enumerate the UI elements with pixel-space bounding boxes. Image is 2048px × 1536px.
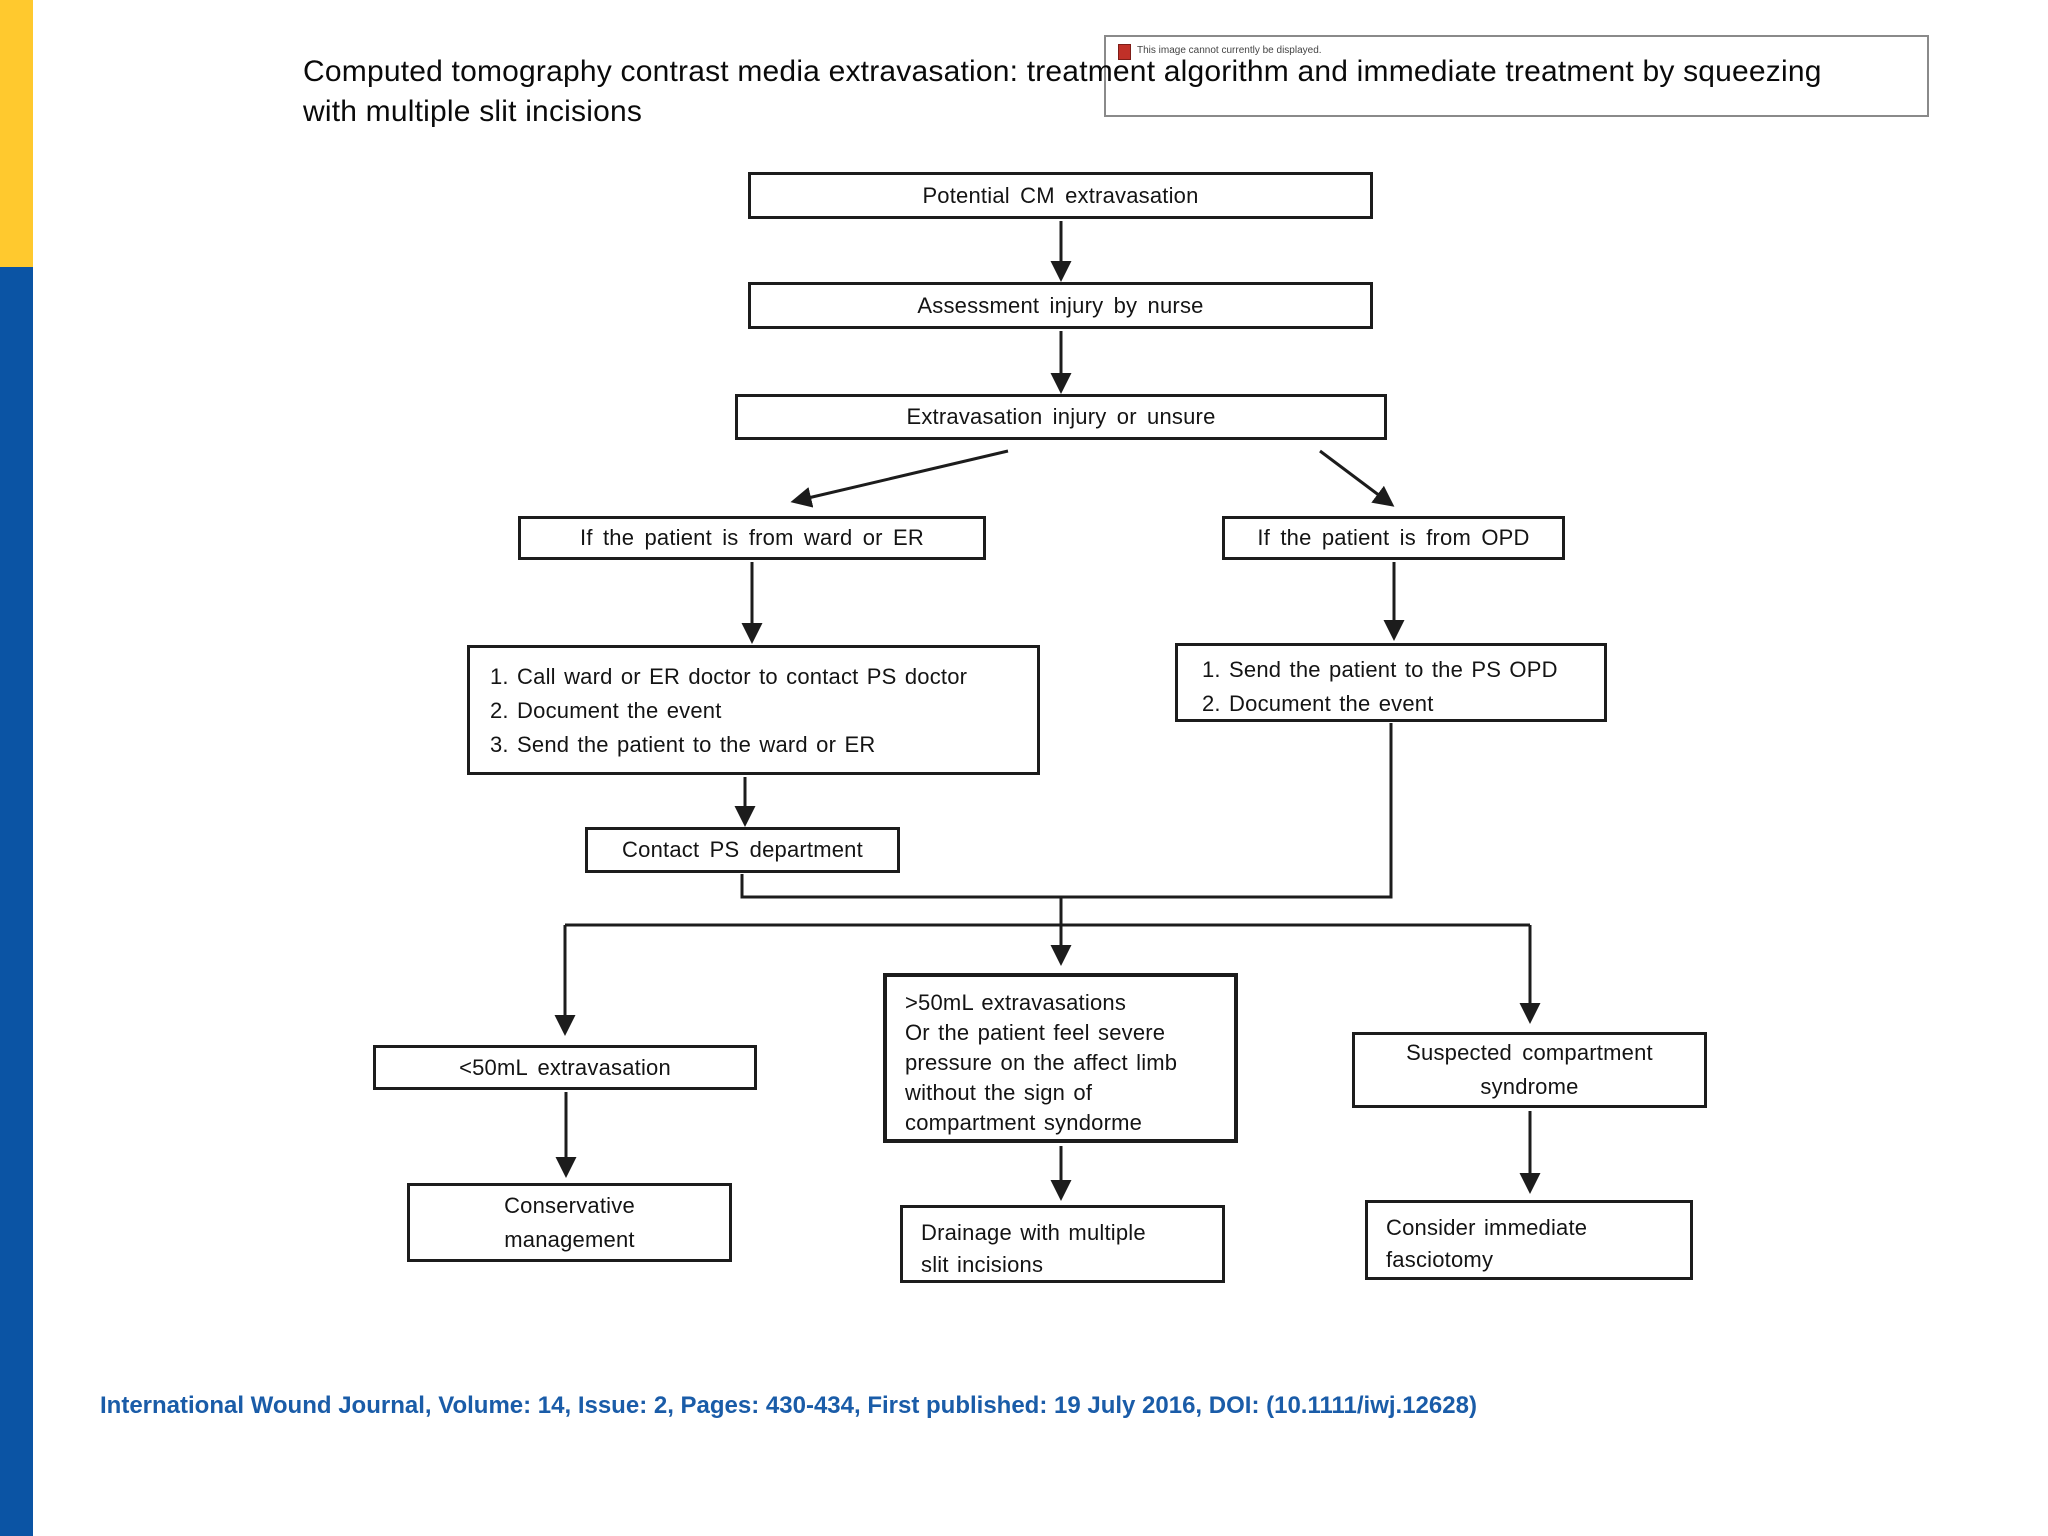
node-label: Extravasation injury or unsure (906, 404, 1216, 429)
node-consider-immediate-fasciotomy: Consider immediate fasciotomy (1365, 1200, 1693, 1280)
node-label: Assessment injury by nurse (917, 292, 1204, 318)
accent-bar-blue (0, 267, 33, 1536)
node-line: Or the patient feel severe (905, 1020, 1166, 1045)
node-opd-steps: 1. Send the patient to the PS OPD 2. Doc… (1175, 643, 1607, 722)
node-suspected-compartment-syndrome: Suspected compartment syndrome (1352, 1032, 1707, 1108)
node-step: 1. Call ward or ER doctor to contact PS … (490, 664, 968, 689)
node-line: syndrome (1480, 1074, 1579, 1099)
node-less-than-50ml-extravasation: <50mL extravasation (373, 1045, 757, 1090)
node-more-than-50ml-extravasations: >50mL extravasations Or the patient feel… (883, 973, 1238, 1143)
node-potential-cm-extravasation: Potential CM extravasation (748, 172, 1373, 219)
node-contact-ps-department: Contact PS department (585, 827, 900, 873)
node-line: slit incisions (921, 1252, 1044, 1277)
node-line: Conservative (504, 1192, 635, 1218)
node-line: fasciotomy (1386, 1247, 1494, 1272)
node-label: If the patient is from OPD (1257, 525, 1530, 550)
node-line: Consider immediate (1386, 1215, 1588, 1240)
node-line: compartment syndorme (905, 1110, 1143, 1135)
placeholder-message: This image cannot currently be displayed… (1137, 45, 1322, 56)
journal-citation: International Wound Journal, Volume: 14,… (100, 1392, 1477, 1419)
node-step: 2. Document the event (1202, 691, 1434, 716)
node-label: Potential CM extravasation (922, 182, 1199, 208)
node-step: 1. Send the patient to the PS OPD (1202, 657, 1558, 682)
node-ward-er-steps: 1. Call ward or ER doctor to contact PS … (467, 645, 1040, 775)
node-conservative-management: Conservative management (407, 1183, 732, 1262)
node-label: Contact PS department (622, 837, 863, 862)
node-drainage-multiple-slit-incisions: Drainage with multiple slit incisions (900, 1205, 1225, 1283)
node-patient-from-opd: If the patient is from OPD (1222, 516, 1565, 560)
accent-bar-yellow (0, 0, 33, 267)
node-line: >50mL extravasations (905, 990, 1127, 1015)
node-label: If the patient is from ward or ER (580, 525, 924, 550)
broken-image-icon (1118, 44, 1131, 60)
node-step: 2. Document the event (490, 698, 722, 723)
figure-title-line2: with multiple slit incisions (303, 95, 643, 128)
node-step: 3. Send the patient to the ward or ER (490, 732, 876, 757)
figure-title: Computed tomography contrast media extra… (303, 52, 1923, 132)
node-assessment-injury-by-nurse: Assessment injury by nurse (748, 282, 1373, 329)
node-line: management (504, 1226, 635, 1252)
node-extravasation-injury-or-unsure: Extravasation injury or unsure (735, 394, 1387, 440)
node-line: Suspected compartment (1406, 1040, 1653, 1065)
node-label: <50mL extravasation (459, 1054, 671, 1080)
image-placeholder-box: This image cannot currently be displayed… (1104, 35, 1929, 117)
figure-title-line1: Computed tomography contrast media extra… (303, 55, 1822, 88)
node-line: Drainage with multiple (921, 1220, 1146, 1245)
node-patient-from-ward-or-er: If the patient is from ward or ER (518, 516, 986, 560)
node-line: without the sign of (905, 1080, 1093, 1105)
node-line: pressure on the affect limb (905, 1050, 1178, 1075)
